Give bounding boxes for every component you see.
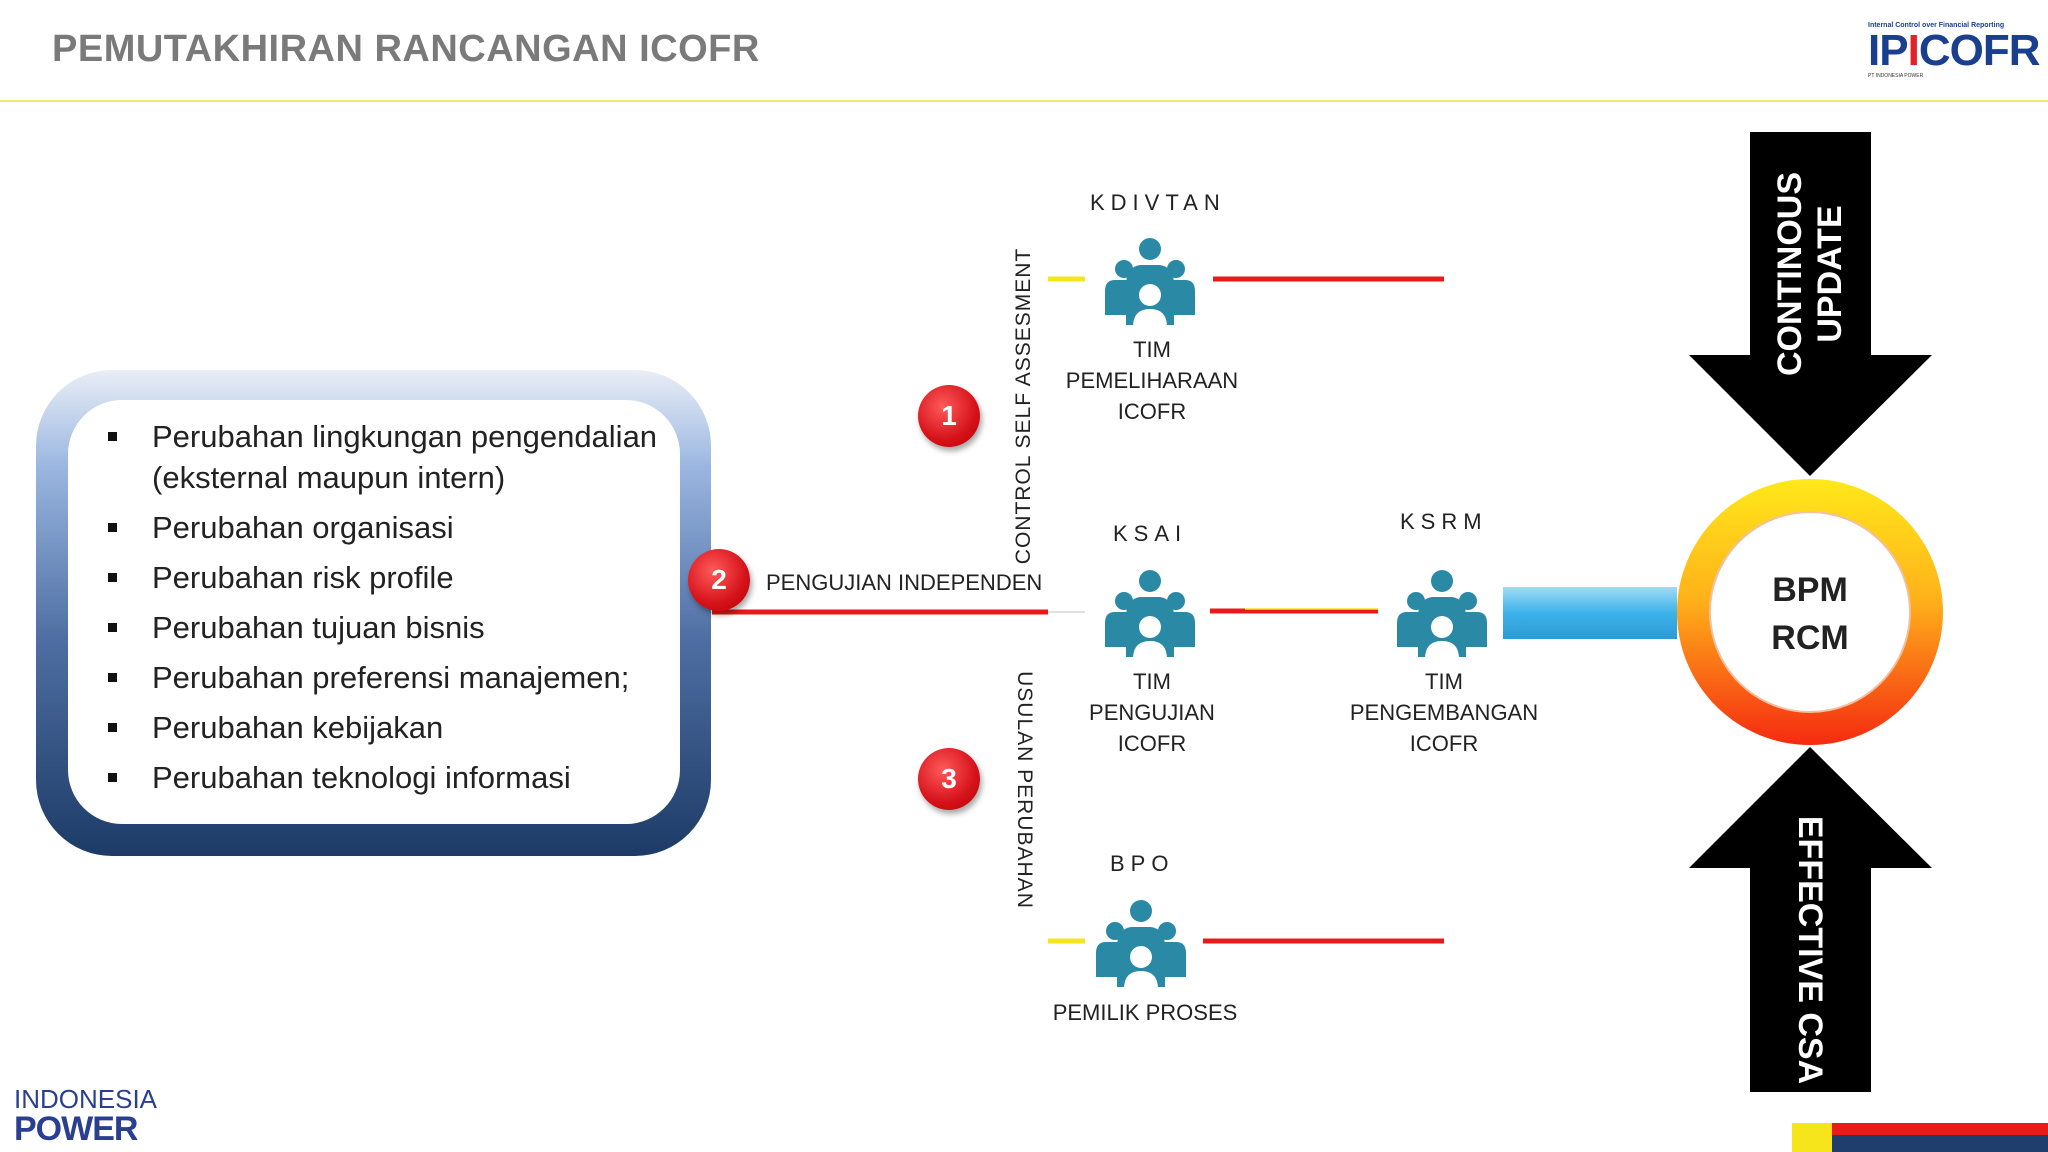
step-badge-2: 2 <box>688 549 750 611</box>
header-divider <box>0 100 2048 102</box>
list-item: Perubahan organisasi <box>100 507 690 548</box>
list-item: Perubahan preferensi manajemen; <box>100 657 690 698</box>
step-badge-3: 3 <box>918 748 980 810</box>
people-icon <box>1105 238 1195 327</box>
effective-csa-label: EFFECTIVE CSA <box>1791 815 1829 1085</box>
effective-csa-arrow <box>1689 747 1932 1092</box>
corner-bar-red <box>1832 1123 2048 1135</box>
continous-update-label: CONTINOUS UPDATE <box>1771 172 1849 376</box>
changes-box-inner <box>68 400 680 824</box>
list-item: Perubahan teknologi informasi <box>100 757 690 798</box>
node-code-ksai: KSAI <box>1113 521 1188 546</box>
ipicofr-logo: Internal Control over Financial Reportin… <box>1868 22 2040 82</box>
bpm-rcm-label: BPM RCM <box>1720 566 1900 662</box>
center-line1: BPM <box>1772 571 1848 609</box>
logo-wordmark: IPICOFR <box>1868 26 2040 75</box>
logo-part-c: COFR <box>1918 26 2041 75</box>
page-title: PEMUTAKHIRAN RANCANGAN ICOFR <box>52 28 760 70</box>
changes-list: Perubahan lingkungan pengendalian (ekste… <box>100 416 690 807</box>
ksrm-ring-connector <box>1503 587 1677 639</box>
node-name-ksrm: TIM PENGEMBANGAN ICOFR <box>1349 669 1539 756</box>
indonesia-power-logo: INDONESIA POWER <box>14 1086 157 1146</box>
logo-part-a: IP <box>1868 26 1909 75</box>
corner-bar-navy <box>1832 1135 2048 1152</box>
corner-bar-yellow <box>1792 1123 1832 1152</box>
people-icon <box>1096 900 1186 989</box>
bpm-rcm-center <box>1709 511 1911 713</box>
pengujian-independen-label: PENGUJIAN INDEPENDEN <box>766 570 1043 595</box>
logo-part-b: I <box>1907 26 1920 75</box>
node-code-kdivtan: KDIVTAN <box>1090 190 1226 215</box>
node-name-kdivtan: TIM PEMELIHARAAN ICOFR <box>1065 337 1239 424</box>
list-item: Perubahan tujuan bisnis <box>100 607 690 648</box>
usulan-perubahan-label: USULAN PERUBAHAN <box>1013 671 1036 909</box>
logo-line1: INDONESIA <box>14 1084 158 1114</box>
people-icon <box>1397 570 1487 659</box>
list-item: Perubahan lingkungan pengendalian (ekste… <box>100 416 690 498</box>
list-item: Perubahan risk profile <box>100 557 690 598</box>
list-item: Perubahan kebijakan <box>100 707 690 748</box>
node-name-ksai: TIM PENGUJIAN ICOFR <box>1089 669 1215 756</box>
control-self-assesment-label: CONTROL SELF ASSESMENT <box>1012 247 1035 565</box>
people-icon <box>1105 570 1195 659</box>
continous-update-arrow <box>1689 132 1932 476</box>
center-line2: RCM <box>1771 619 1849 657</box>
logo-tagline: Internal Control over Financial Reportin… <box>1868 22 2005 29</box>
node-code-bpo: BPO <box>1110 851 1175 876</box>
step-badge-1: 1 <box>918 385 980 447</box>
node-name-bpo: PEMILIK PROSES <box>1052 1000 1238 1025</box>
logo-sub: PT INDONESIA POWER <box>1868 73 1924 79</box>
node-code-ksrm: KSRM <box>1400 509 1488 534</box>
logo-line2: POWER <box>14 1110 138 1148</box>
